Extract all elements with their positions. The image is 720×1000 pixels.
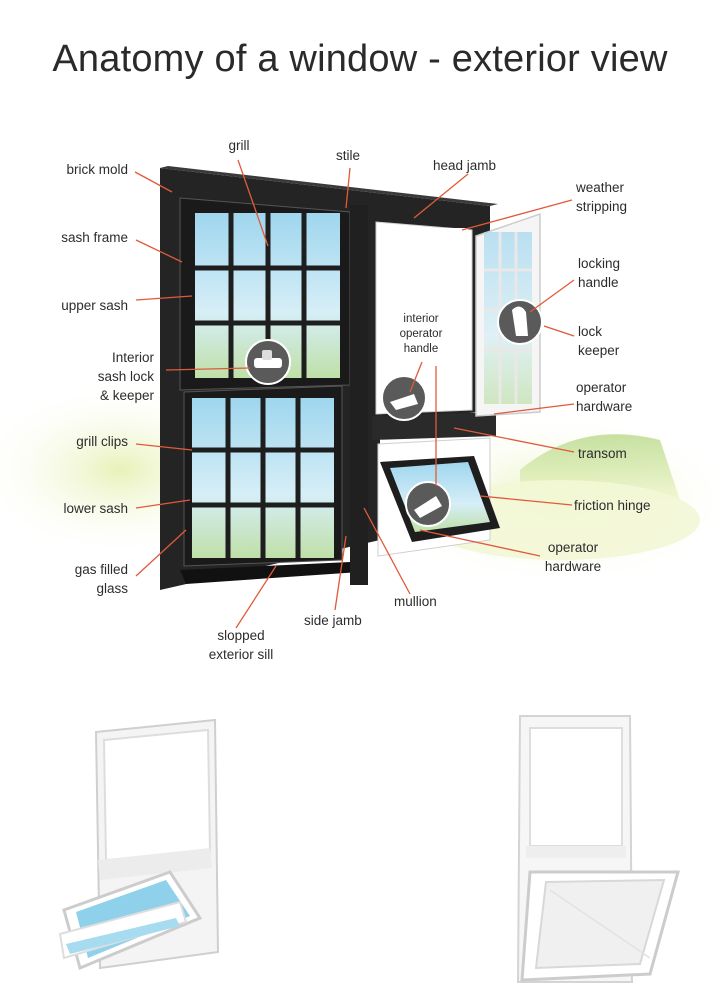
window-photo-right: [516, 715, 680, 983]
label-transom: transom: [578, 446, 627, 461]
label-head-jamb: head jamb: [433, 158, 497, 173]
sash-lock-icon: [245, 339, 291, 385]
label-brick-mold: brick mold: [66, 162, 128, 177]
label-mullion: mullion: [394, 594, 437, 609]
label-friction-hinge: friction hinge: [574, 498, 651, 513]
label-upper-sash: upper sash: [61, 298, 128, 313]
label-operator-hardware-top: operator hardware: [576, 380, 633, 414]
leader-lines: [134, 159, 575, 629]
awning-operator-icon: [405, 481, 451, 527]
label-interior-sash-lock: Interior sash lock & keeper: [97, 350, 154, 403]
label-operator-hardware-bottom: operator hardware: [544, 540, 602, 574]
label-sash-frame: sash frame: [61, 230, 128, 245]
window-photo-left: [58, 718, 220, 971]
label-locking-handle: locking handle: [578, 256, 621, 290]
locking-handle-icon: [497, 299, 543, 345]
label-stile: stile: [336, 148, 361, 163]
label-side-jamb: side jamb: [304, 613, 362, 628]
label-slopped-exterior-sill: slopped exterior sill: [208, 628, 274, 662]
label-lower-sash: lower sash: [63, 501, 128, 516]
label-lock-keeper: lock keeper: [578, 324, 620, 358]
operator-handle-icon: [381, 375, 427, 421]
label-grill: grill: [228, 138, 250, 153]
page-title: Anatomy of a window - exterior view: [52, 38, 668, 80]
window-frame: [160, 166, 541, 590]
label-interior-operator-handle: interior operator handle: [399, 313, 443, 355]
label-gas-filled-glass: gas filled glass: [74, 562, 128, 596]
label-grill-clips: grill clips: [76, 434, 128, 449]
label-weather-stripping: weather stripping: [576, 180, 628, 214]
